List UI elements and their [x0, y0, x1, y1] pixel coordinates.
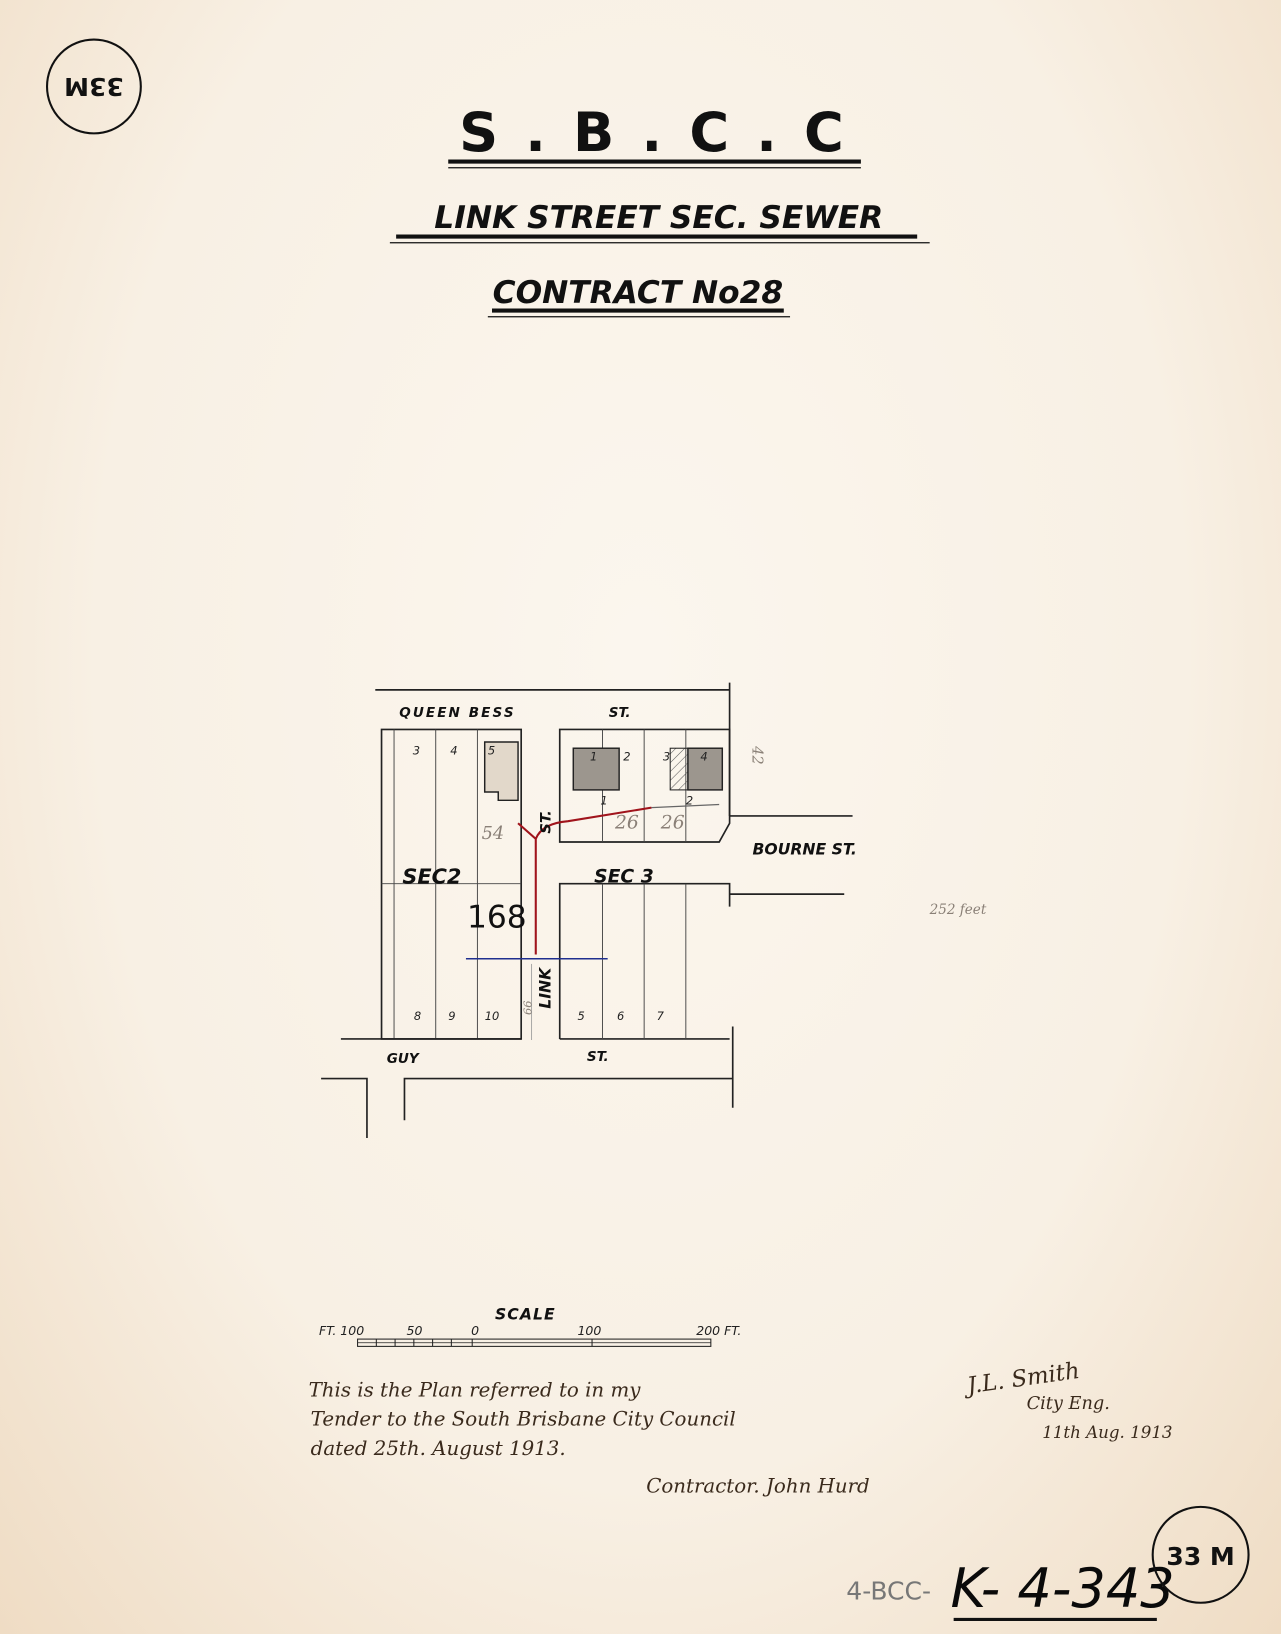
pencil-note: 54 — [482, 824, 505, 844]
lot-number: 9 — [448, 1009, 455, 1023]
street-suffix: ST. — [609, 705, 631, 721]
street-guy: GUY — [387, 1051, 420, 1067]
engineer-date: 11th Aug. 1913 — [1042, 1423, 1172, 1442]
pencil-note: 26 — [614, 812, 639, 833]
lot-number: 2 — [686, 793, 693, 807]
lot-number: 6 — [617, 1009, 624, 1023]
scale-tick: 0 — [471, 1323, 479, 1338]
lot-number: 5 — [577, 1009, 584, 1023]
lot-number: 5 — [488, 743, 495, 757]
reference-number: K- 4-343 — [951, 1557, 1175, 1620]
scale-bar: SCALE FT. 100 50 0 100 200 FT. — [319, 1304, 741, 1347]
lot-number: 7 — [657, 1009, 665, 1023]
reference-prefix: 4-BCC- — [846, 1577, 931, 1606]
lot-number: 2 — [623, 750, 630, 764]
contractor-signature: Contractor. John Hurd — [646, 1474, 870, 1497]
pencil-note: 26 — [660, 812, 685, 833]
stamp-bottom-text: 33 M — [1166, 1542, 1234, 1571]
site-map: QUEEN BESS ST. BOURNE ST. GUY ST. LINK S… — [321, 682, 987, 1138]
stamp-bottom — [1151, 1505, 1250, 1604]
pencil-note: 66 — [521, 1000, 535, 1015]
pencil-note: 252 feet — [929, 902, 987, 918]
street-link: LINK — [535, 966, 554, 1009]
lot-number: 3 — [413, 743, 420, 757]
street-suffix: ST. — [537, 810, 554, 834]
building — [572, 747, 620, 791]
lot-number: 4 — [450, 743, 457, 757]
street-queen-bess: QUEEN BESS — [399, 705, 515, 721]
note-line-3: dated 25th. August 1913. — [311, 1437, 566, 1460]
scale-tick: 50 — [407, 1323, 423, 1338]
stamp-top-text: 33M — [64, 72, 124, 101]
building — [483, 741, 519, 802]
section-3-label: SEC 3 — [594, 867, 654, 888]
lot-number: 8 — [414, 1009, 421, 1023]
pencil-note: 42 — [749, 745, 766, 765]
lot-number: 1 — [600, 793, 607, 807]
lot-number: 3 — [663, 750, 670, 764]
lot-number: 10 — [485, 1009, 500, 1023]
scale-title: SCALE — [495, 1304, 556, 1323]
note-line-2: Tender to the South Brisbane City Counci… — [311, 1408, 736, 1431]
lot-number: 4 — [700, 750, 707, 764]
section-3-south-block — [558, 882, 731, 1039]
parish-number: 168 — [467, 899, 527, 935]
building-hatched — [669, 747, 689, 791]
building — [687, 747, 724, 791]
lot-number: 1 — [590, 750, 597, 764]
note-line-1: This is the Plan referred to in my — [309, 1378, 642, 1401]
sewer-line — [517, 806, 652, 955]
stamp-top: 33M — [45, 38, 142, 135]
street-bourne: BOURNE ST. — [753, 840, 857, 859]
contract-number: CONTRACT No28 — [493, 275, 783, 311]
scale-tick: 100 — [577, 1323, 601, 1338]
engineer-title: City Eng. — [1027, 1394, 1110, 1414]
subtitle: LINK STREET SEC. SEWER — [434, 200, 883, 236]
street-suffix: ST. — [587, 1049, 609, 1065]
scale-tick: 200 FT. — [696, 1323, 741, 1338]
section-2-label: SEC2 — [402, 865, 461, 889]
scale-tick: FT. 100 — [319, 1323, 364, 1338]
page-title: S . B . C . C — [459, 101, 848, 164]
